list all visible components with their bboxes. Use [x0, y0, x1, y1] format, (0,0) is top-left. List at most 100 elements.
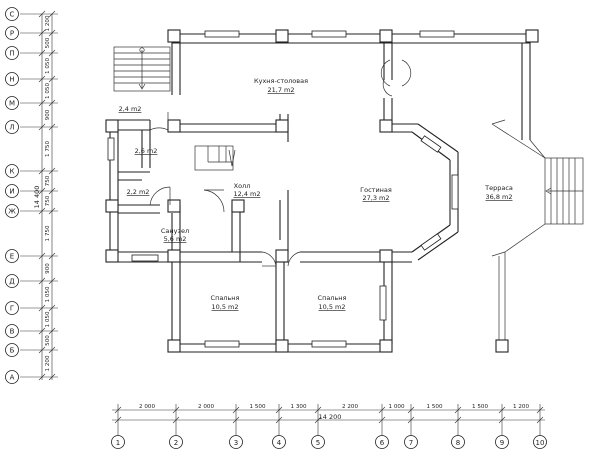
room-bath-name: Санузел [161, 227, 189, 235]
row-axis-marker [5, 343, 19, 357]
row-axis-marker [5, 7, 19, 21]
room-terrace-area: 36,8 m2 [485, 193, 512, 201]
row-tick-mark [48, 373, 56, 381]
row-segment-dimension: 900 [45, 263, 51, 274]
column-tick-mark [275, 406, 283, 414]
doors [149, 59, 412, 267]
column-tick-mark [314, 416, 322, 424]
row-axis-label: Р [10, 30, 14, 38]
row-tick-mark [48, 123, 56, 131]
row-segment-dimension: 500 [45, 37, 51, 48]
row-segment-dimension: 500 [45, 335, 51, 346]
entrance-stairs-east [544, 157, 584, 225]
row-tick-mark [48, 10, 56, 18]
room-hall-name: Холл [234, 182, 251, 190]
column-tick-mark [536, 406, 544, 414]
room-bed1-name: Спальня [211, 294, 240, 302]
row-axis-marker [5, 46, 19, 60]
column-axis-label: 7 [409, 439, 413, 447]
column-tick-mark [314, 406, 322, 414]
column-segment-dimension: 1 500 [249, 404, 265, 410]
row-axis-marker [5, 184, 19, 198]
row-tick-mark [38, 327, 46, 335]
entrance-stairs-north [113, 46, 171, 92]
row-axis-label: Б [10, 347, 15, 355]
row-axis-marker [5, 96, 19, 110]
column-tick-mark [275, 416, 283, 424]
row-tick-mark [38, 123, 46, 131]
row-tick-mark [38, 10, 46, 18]
row-segment-dimension: 750 [45, 195, 51, 206]
row-tick-mark [38, 277, 46, 285]
column-tick-mark [172, 416, 180, 424]
row-tick-mark [38, 99, 46, 107]
column-tick-mark [114, 416, 122, 424]
room-kitchen-name: Кухня-столовая [254, 77, 308, 85]
row-tick-mark [38, 373, 46, 381]
row-tick-mark [38, 346, 46, 354]
row-axis-label: К [10, 168, 15, 176]
row-axis-marker [5, 370, 19, 384]
column-axis-marker [169, 435, 183, 449]
column-axis-marker [404, 435, 418, 449]
row-tick-mark [38, 167, 46, 175]
column-axis-marker [111, 435, 125, 449]
row-tick-mark [48, 346, 56, 354]
row-axis-label: Г [10, 305, 14, 313]
room-small2-area: 2,6 m2 [135, 147, 158, 155]
column-segment-dimension: 1 000 [388, 404, 404, 410]
row-tick-mark [48, 304, 56, 312]
row-tick-mark [48, 277, 56, 285]
windows [107, 30, 459, 348]
row-axis-label: И [9, 188, 14, 196]
column-tick-mark [378, 416, 386, 424]
row-tick-mark [48, 99, 56, 107]
row-tick-mark [38, 75, 46, 83]
column-tick-mark [498, 416, 506, 424]
column-tick-mark [454, 406, 462, 414]
row-segment-dimension: 1 750 [45, 225, 51, 241]
column-axis-label: 9 [500, 439, 504, 447]
column-axis-marker [229, 435, 243, 449]
column-axis-label: 1 [116, 439, 120, 447]
row-tick-mark [48, 75, 56, 83]
column-axis-label: 8 [456, 439, 460, 447]
column-axis-label: 4 [277, 439, 282, 447]
row-tick-mark [38, 304, 46, 312]
row-axis-marker [5, 274, 19, 288]
row-tick-mark [48, 29, 56, 37]
room-terrace-name: Терраса [484, 184, 513, 192]
column-axis-label: 10 [536, 439, 545, 447]
row-tick-mark [48, 167, 56, 175]
row-segment-dimension: 900 [45, 109, 51, 120]
row-axis-label: Д [9, 278, 15, 286]
row-axis-marker [5, 301, 19, 315]
row-axis-label: В [10, 328, 15, 336]
row-tick-mark [48, 49, 56, 57]
column-segment-dimension: 1 500 [472, 404, 488, 410]
row-tick-mark [48, 252, 56, 260]
row-axis-label: Ж [8, 208, 16, 216]
column-tick-mark [232, 416, 240, 424]
column-axis-label: 6 [380, 439, 385, 447]
row-segment-dimension: 1 200 [45, 355, 51, 371]
row-segment-dimension: 1 050 [45, 286, 51, 302]
column-total-dimension: 14 200 [319, 413, 342, 421]
row-tick-mark [48, 207, 56, 215]
column-tick-mark [454, 416, 462, 424]
row-axis-label: С [10, 11, 15, 19]
row-axis-marker [5, 72, 19, 86]
row-segment-dimension: 1 050 [45, 58, 51, 74]
column-axis-marker [311, 435, 325, 449]
room-kitchen-area: 21,7 m2 [267, 86, 294, 94]
column-axis-marker [533, 435, 547, 449]
column-axis-label: 3 [234, 439, 238, 447]
column-tick-mark [498, 406, 506, 414]
room-labels: Кухня-столовая 21,7 m2 Гостиная 27,3 m2 … [119, 77, 513, 311]
room-bed2-area: 10,5 m2 [318, 303, 345, 311]
room-small3-area: 2,2 m2 [127, 188, 150, 196]
room-bath-area: 5,6 m2 [164, 235, 187, 243]
column-tick-mark [536, 416, 544, 424]
